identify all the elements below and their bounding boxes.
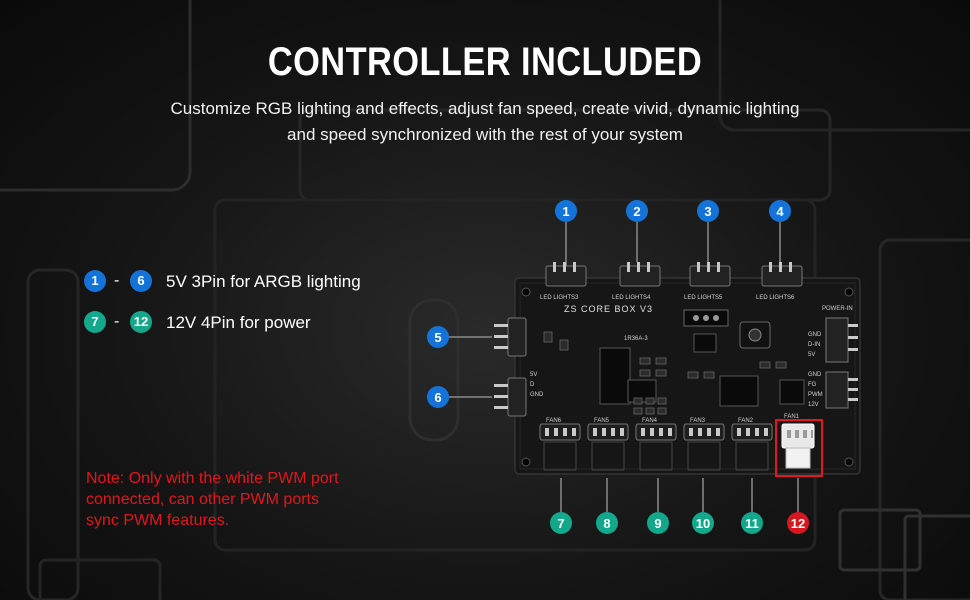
- callout-8: 8: [596, 512, 618, 534]
- board-name-label: ZS CORE BOX V3: [564, 304, 653, 314]
- fan-label: FAN2: [738, 418, 754, 424]
- fan-label: FAN5: [594, 418, 610, 424]
- callout-number: 7: [557, 516, 564, 531]
- led-label: LED LIGHTS4: [612, 295, 651, 301]
- legend-badge-from: 7: [84, 311, 106, 333]
- right-pin-label: D-IN: [808, 342, 820, 348]
- callout-number: 11: [745, 516, 759, 531]
- legend-dash: -: [114, 272, 120, 289]
- right-pin-label: 12V: [808, 402, 819, 408]
- callout-3: 3: [697, 200, 719, 222]
- fan-label: FAN1: [784, 414, 800, 420]
- led-label: LED LIGHTS6: [756, 295, 795, 301]
- side-pin-label: D: [530, 382, 535, 388]
- side-pin-label: GND: [530, 392, 544, 398]
- callout-6: 6: [427, 386, 449, 408]
- callout-10: 10: [692, 512, 714, 534]
- chip-label: 1R36A-3: [624, 336, 648, 342]
- page-subtitle: Customize RGB lighting and effects, adju…: [170, 99, 800, 144]
- page-title: CONTROLLER INCLUDED: [267, 40, 703, 84]
- right-pin-label: 5V: [808, 352, 815, 358]
- legend-badge-from: 1: [84, 270, 106, 292]
- led-label: LED LIGHTS5: [684, 295, 723, 301]
- callout-number: 6: [434, 390, 441, 405]
- right-pin-label: PWM: [808, 392, 823, 398]
- right-pin-label: FG: [808, 382, 817, 388]
- fan-label: FAN3: [690, 418, 706, 424]
- callout-number: 2: [633, 204, 640, 219]
- controller-board: LED LIGHTS3 LED LIGHTS4 LED LIGHTS5 LED …: [494, 262, 861, 477]
- fan-label: FAN6: [546, 418, 562, 424]
- callout-2: 2: [626, 200, 648, 222]
- callout-11: 11: [741, 512, 763, 534]
- callout-number: 8: [603, 516, 610, 531]
- led-label: LED LIGHTS3: [540, 295, 579, 301]
- legend-dash: -: [114, 313, 120, 330]
- callout-9: 9: [647, 512, 669, 534]
- right-pin-label: GND: [808, 332, 822, 338]
- pwm-note: Note: Only with the white PWM port conne…: [86, 470, 339, 529]
- power-in-label: POWER-IN: [822, 306, 853, 312]
- fan-label: FAN4: [642, 418, 658, 424]
- callout-7: 7: [550, 512, 572, 534]
- pwm-highlight-box: [775, 419, 823, 477]
- callout-4: 4: [769, 200, 791, 222]
- callout-12: 12: [787, 512, 809, 534]
- right-pin-label: GND: [808, 372, 822, 378]
- callout-number: 4: [776, 204, 784, 219]
- side-pin-label: 5V: [530, 372, 537, 378]
- callout-number: 12: [791, 516, 805, 531]
- callout-number: 9: [654, 516, 661, 531]
- callout-number: 10: [696, 516, 710, 531]
- callout-1: 1: [555, 200, 577, 222]
- callout-5: 5: [427, 326, 449, 348]
- callout-number: 3: [704, 204, 711, 219]
- legend-badge-to: 12: [130, 311, 152, 333]
- legend-text: 5V 3Pin for ARGB lighting: [166, 272, 361, 291]
- callout-number: 1: [562, 204, 569, 219]
- legend-text: 12V 4Pin for power: [166, 313, 311, 332]
- callout-lines: [449, 222, 799, 512]
- callout-number: 5: [434, 330, 441, 345]
- legend-badge-to: 6: [130, 270, 152, 292]
